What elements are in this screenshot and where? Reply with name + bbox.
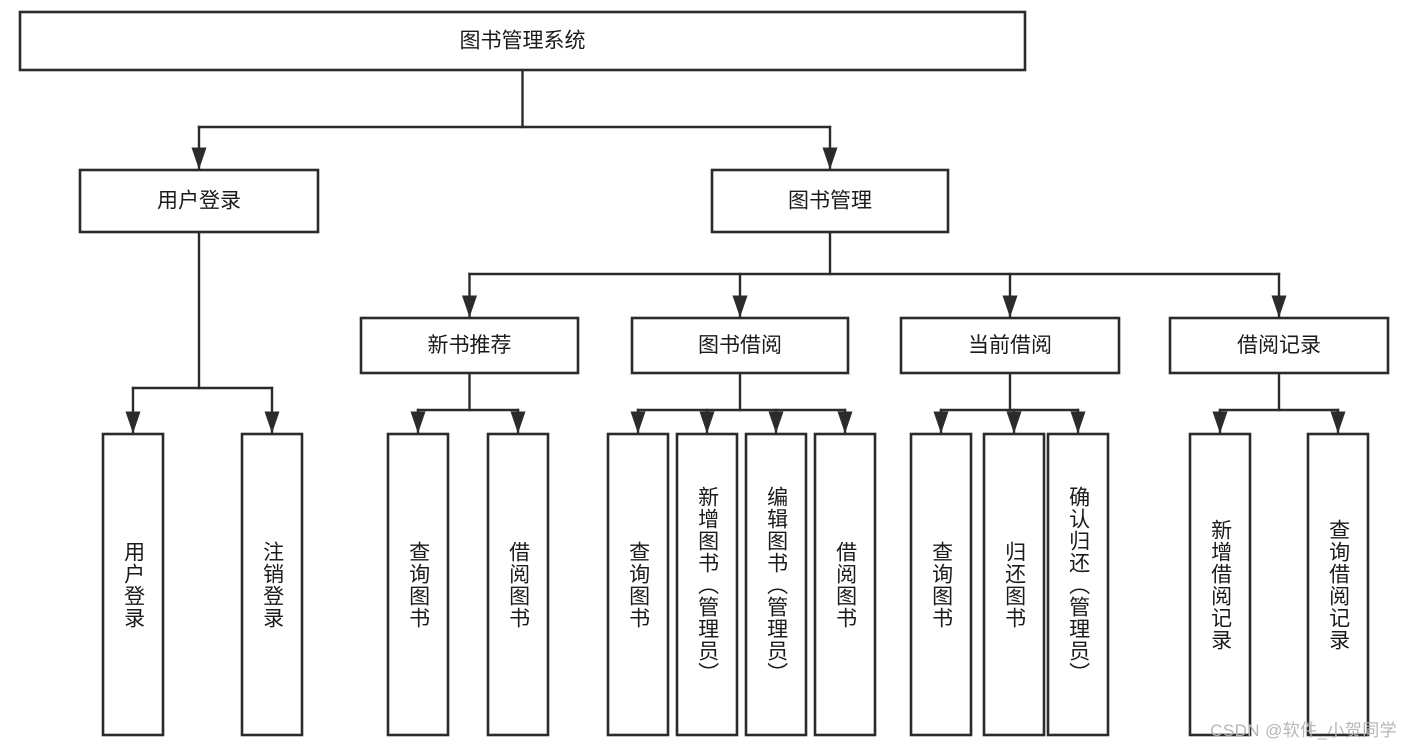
node-box-leaf-add-borrow-record[interactable] (1188, 432, 1252, 737)
node-box-new-book-recommend[interactable] (359, 316, 580, 375)
node-box-user-login[interactable] (78, 168, 320, 234)
node-label-book-borrow: 图书借阅 (698, 334, 782, 357)
arrow-head-icon-leaf-query-book-recommend (410, 411, 426, 434)
node-box-leaf-return-book[interactable] (982, 432, 1046, 737)
watermark-text: CSDN @软件_小贺同学 (1210, 721, 1397, 740)
arrow-head-icon-book-manage (822, 147, 838, 170)
node-box-borrow-record[interactable] (1168, 316, 1390, 375)
arrow-head-icon-leaf-user-login (125, 411, 141, 434)
arrow-head-icon-leaf-add-borrow-record (1212, 411, 1228, 434)
arrow-head-icon-leaf-query-book-borrow (630, 411, 646, 434)
node-label-borrow-record: 借阅记录 (1237, 334, 1321, 357)
node-label-user-login: 用户登录 (157, 190, 241, 213)
arrow-head-icon-new-book-recommend (462, 295, 477, 318)
arrow-head-icon-leaf-edit-book-admin (768, 411, 784, 434)
node-box-leaf-logout-login[interactable] (240, 432, 304, 737)
node-box-leaf-query-borrow-record[interactable] (1306, 432, 1370, 737)
node-label-root: 图书管理系统 (460, 30, 586, 53)
node-box-leaf-query-book-borrow[interactable] (606, 432, 670, 737)
arrow-head-icon-leaf-logout-login (264, 411, 280, 434)
node-box-current-borrow[interactable] (899, 316, 1121, 375)
node-box-book-manage[interactable] (710, 168, 950, 234)
arrow-head-icon-leaf-borrow-book-recommend (510, 411, 526, 434)
node-box-leaf-query-book-current[interactable] (909, 432, 973, 737)
node-box-leaf-borrow-book[interactable] (813, 432, 877, 737)
arrow-head-icon-leaf-add-book-admin (699, 411, 715, 434)
node-label-new-book-recommend: 新书推荐 (428, 334, 512, 357)
arrow-head-icon-leaf-confirm-return-admin (1070, 411, 1086, 434)
node-box-leaf-confirm-return-admin[interactable] (1046, 432, 1110, 737)
node-box-leaf-query-book-recommend[interactable] (386, 432, 450, 737)
arrow-head-icon-borrow-record (1271, 295, 1287, 318)
node-box-leaf-user-login[interactable] (101, 432, 165, 737)
node-box-book-borrow[interactable] (630, 316, 850, 375)
arrow-head-icon-leaf-return-book (1006, 411, 1022, 434)
node-box-leaf-borrow-book-recommend[interactable] (486, 432, 550, 737)
arrow-head-icon-leaf-borrow-book (837, 411, 853, 434)
arrow-head-icon-current-borrow (1002, 295, 1018, 318)
arrow-head-icon-book-borrow (732, 295, 748, 318)
edges-layer (125, 68, 1346, 435)
node-label-current-borrow: 当前借阅 (968, 334, 1052, 357)
arrow-head-icon-leaf-query-book-current (933, 411, 949, 434)
node-box-leaf-edit-book-admin[interactable] (744, 432, 808, 737)
node-label-book-manage: 图书管理 (788, 190, 872, 213)
arrow-head-icon-user-login (191, 147, 207, 170)
node-box-root[interactable] (18, 10, 1027, 72)
boxes-layer (18, 10, 1390, 737)
node-box-leaf-add-book-admin[interactable] (675, 432, 739, 737)
arrow-head-icon-leaf-query-borrow-record (1330, 411, 1346, 434)
